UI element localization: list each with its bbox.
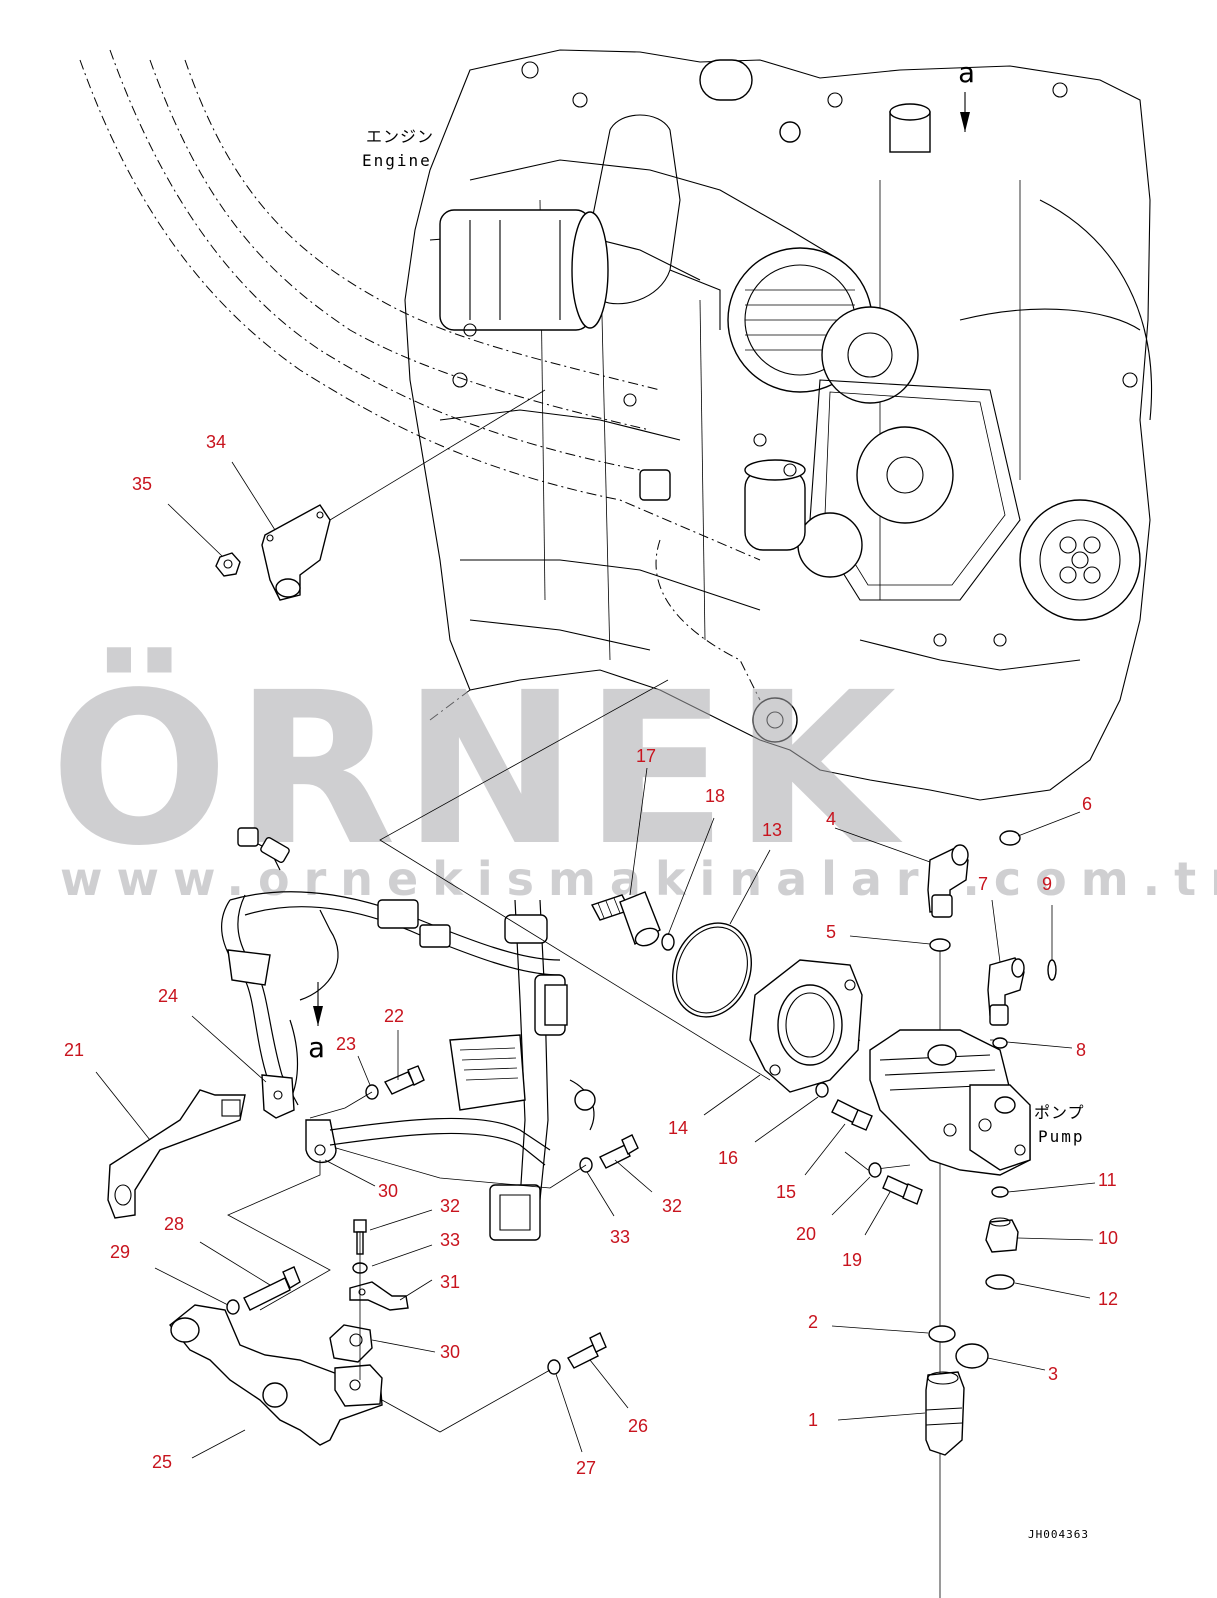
- pump-body: [869, 1029, 1031, 1176]
- callout-2: 2: [808, 1312, 818, 1332]
- callout-24: 24: [158, 986, 178, 1006]
- clamp-30-lower: [329, 1324, 373, 1363]
- bolt-26: [567, 1332, 607, 1369]
- engine-assembly: [404, 49, 1153, 801]
- callout-32-upper: 32: [662, 1196, 682, 1216]
- bracket-34: [261, 389, 546, 601]
- o-ring-8: [992, 1037, 1008, 1049]
- plug-3: [955, 1343, 989, 1369]
- callout-25: 25: [152, 1452, 172, 1472]
- assembly-lines-left: [227, 1091, 587, 1433]
- callout-7: 7: [978, 874, 988, 894]
- frame-rails: [79, 49, 761, 721]
- callout-3: 3: [1048, 1364, 1058, 1384]
- callout-13: 13: [762, 820, 782, 840]
- callout-22: 22: [384, 1006, 404, 1026]
- pump-label-jp: ポンプ: [1034, 1103, 1085, 1122]
- clamp-24: [261, 1074, 295, 1119]
- flange-14: [749, 959, 863, 1093]
- callout-1: 1: [808, 1410, 818, 1430]
- engine-label-en: Engine: [362, 151, 432, 170]
- o-ring-2: [928, 1325, 956, 1343]
- view-a-arrow-top: [960, 92, 970, 132]
- callout-32-lower: 32: [440, 1196, 460, 1216]
- pump-label-en: Pump: [1038, 1127, 1085, 1146]
- callout-19: 19: [842, 1250, 862, 1270]
- callout-23: 23: [336, 1034, 356, 1054]
- washer-29: [226, 1299, 240, 1315]
- callout-35: 35: [132, 474, 152, 494]
- coupling-17: [590, 891, 661, 947]
- callout-26: 26: [628, 1416, 648, 1436]
- callout-12: 12: [1098, 1289, 1118, 1309]
- bolt-32-upper: [599, 1134, 639, 1169]
- callout-16: 16: [718, 1148, 738, 1168]
- callout-10: 10: [1098, 1228, 1118, 1248]
- elbow-fitting-7: [987, 957, 1025, 1026]
- callout-6: 6: [1082, 794, 1092, 814]
- pin-9: [1047, 959, 1057, 981]
- nut-35: [215, 552, 241, 577]
- bolt-22: [383, 1065, 425, 1095]
- elbow-fitting-4: [927, 844, 969, 918]
- callout-11: 11: [1098, 1170, 1117, 1190]
- wiring-harness: [220, 827, 596, 1241]
- callout-18: 18: [705, 786, 725, 806]
- washer-16: [815, 1082, 829, 1098]
- callout-14: 14: [668, 1118, 688, 1138]
- callout-28: 28: [164, 1214, 184, 1234]
- view-a-arrow-bottom: [313, 982, 323, 1026]
- callout-33-upper: 33: [610, 1227, 630, 1247]
- bolt-15: [831, 1099, 873, 1131]
- engine-label-jp: エンジン: [366, 127, 434, 146]
- callout-9: 9: [1042, 874, 1052, 894]
- pressure-switch-1: [925, 1371, 965, 1456]
- callout-5: 5: [826, 922, 836, 942]
- callout-34: 34: [206, 432, 226, 452]
- plate-31: [349, 1281, 409, 1311]
- o-ring-12: [985, 1274, 1015, 1290]
- callout-27: 27: [576, 1458, 596, 1478]
- watermark-brand: ÖRNEK: [50, 646, 903, 892]
- o-ring-11: [991, 1186, 1009, 1198]
- adapter-10: [985, 1217, 1019, 1253]
- callout-33-lower: 33: [440, 1230, 460, 1250]
- view-a-label-bottom: a: [308, 1031, 327, 1064]
- bracket-25: [169, 1304, 383, 1446]
- callout-30-lower: 30: [440, 1342, 460, 1362]
- callout-30-upper: 30: [378, 1181, 398, 1201]
- bolt-19: [882, 1175, 923, 1205]
- bracket-21: [107, 1089, 246, 1219]
- callouts: 34 35 17 18 13 4 6 5 7 9 8 21 24 23 22 1…: [64, 432, 1118, 1478]
- watermark: ÖRNEK www.ornekismakinalari.com.tr: [50, 646, 1217, 906]
- leader-lines: [95, 461, 1096, 1459]
- o-ring-13: [671, 922, 753, 1018]
- callout-15: 15: [776, 1182, 796, 1202]
- washer-27: [547, 1359, 561, 1375]
- callout-20: 20: [796, 1224, 816, 1244]
- callout-17: 17: [636, 746, 656, 766]
- bolt-28: [243, 1266, 301, 1311]
- callout-4: 4: [826, 809, 836, 829]
- callout-29: 29: [110, 1242, 130, 1262]
- o-ring-6: [999, 830, 1021, 846]
- washer-20: [868, 1162, 882, 1178]
- callout-8: 8: [1076, 1040, 1086, 1060]
- callout-31: 31: [440, 1272, 460, 1292]
- o-ring-18: [661, 933, 675, 951]
- o-ring-5: [929, 938, 951, 952]
- view-a-label-top: a: [958, 56, 977, 89]
- callout-21: 21: [64, 1040, 84, 1060]
- drawing-code: JH004363: [1028, 1528, 1089, 1541]
